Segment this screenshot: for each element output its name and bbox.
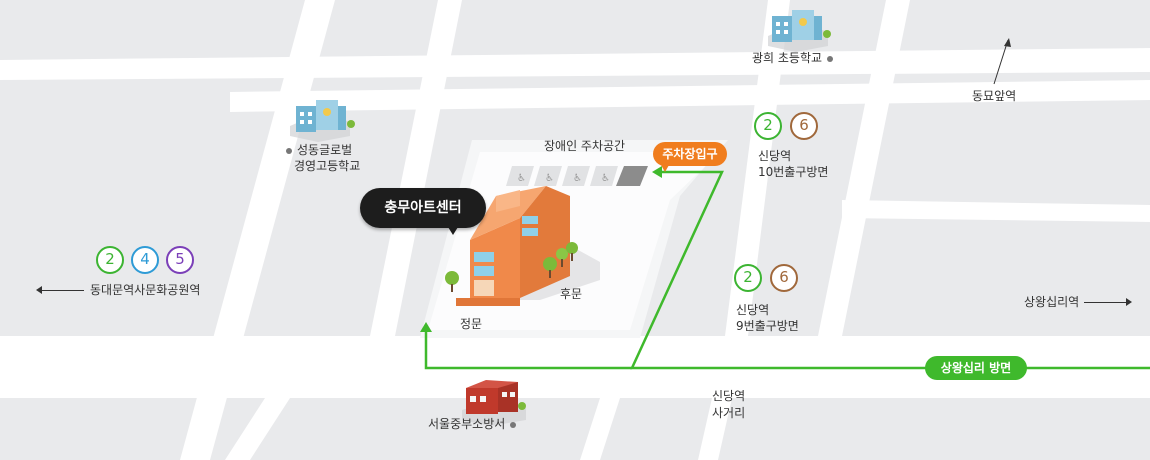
line-2-badge: 2 <box>734 264 762 292</box>
right-arrow-icon <box>1084 302 1128 303</box>
sangwangsimni-station-label: 상왕십리역 <box>1024 295 1080 309</box>
line-6-badge: 6 <box>790 112 818 140</box>
disabled-parking-spaces: ♿ ♿ ♿ ♿ <box>506 166 648 186</box>
main-gate-label: 정문 <box>460 317 483 331</box>
route-lines <box>424 170 1150 370</box>
road-upper-mid <box>230 80 1150 112</box>
route-arrow-up <box>420 322 432 332</box>
venue-building <box>445 186 600 306</box>
route-arrow-left <box>652 166 662 178</box>
line-5-badge: 5 <box>166 246 194 274</box>
svg-text:♿: ♿ <box>601 173 610 184</box>
route-to-parking <box>630 170 1150 370</box>
seongdong-school-label-2: 경영고등학교 <box>294 159 361 173</box>
right-arrow-head-icon <box>1126 298 1132 306</box>
disabled-parking-label: 장애인 주차공간 <box>544 139 626 153</box>
line-6-badge: 6 <box>770 264 798 292</box>
left-arrow-icon <box>42 290 84 291</box>
venue-badge[interactable]: 충무아트센터 <box>360 188 486 235</box>
fire-station-label: 서울중부소방서 <box>428 416 516 432</box>
back-gate-label: 후문 <box>560 287 583 301</box>
road-bottom-left <box>225 398 290 460</box>
parking-entrance-badge[interactable]: 주차장입구 <box>653 142 727 172</box>
sangwangsimni-direction-badge: 상왕십리 방면 <box>925 356 1027 380</box>
road-center-vertical <box>370 0 462 336</box>
school-icon <box>290 100 355 142</box>
road-bottom-right <box>698 398 732 460</box>
road-bottom-center <box>580 398 620 460</box>
dongmyo-station-label: 동묘앞역 <box>972 89 1017 103</box>
svg-text:♿: ♿ <box>573 173 582 184</box>
seongdong-school-label: 성동글로벌 <box>286 142 352 158</box>
road-right-diagonal <box>842 200 1150 222</box>
ddp-station-label: 동대문역사문화공원역 <box>90 283 201 297</box>
dongmyo-arrow-icon <box>993 38 1011 85</box>
svg-text:♿: ♿ <box>517 173 526 184</box>
line-4-badge: 4 <box>131 246 159 274</box>
school-icon <box>768 10 831 52</box>
road-top-horizontal <box>0 48 1150 80</box>
gwanghui-school-label: 광희 초등학교 <box>752 50 833 66</box>
sindang-exit10-label: 신당역 <box>758 149 792 163</box>
left-arrow-head-icon <box>36 286 42 294</box>
sindang-intersection-label-2: 사거리 <box>712 406 746 420</box>
road-right-vertical <box>725 0 790 336</box>
sindang-intersection-label: 신당역 <box>712 389 746 403</box>
line-2-badge: 2 <box>96 246 124 274</box>
line-2-badge: 2 <box>754 112 782 140</box>
svg-text:♿: ♿ <box>545 173 554 184</box>
route-to-main-gate <box>424 330 632 370</box>
road-far-right-vertical <box>818 0 910 336</box>
sindang-exit9-label: 신당역 <box>736 303 770 317</box>
sindang-exit9-label-2: 9번출구방면 <box>736 319 799 333</box>
sindang-exit10-label-2: 10번출구방면 <box>758 165 829 179</box>
